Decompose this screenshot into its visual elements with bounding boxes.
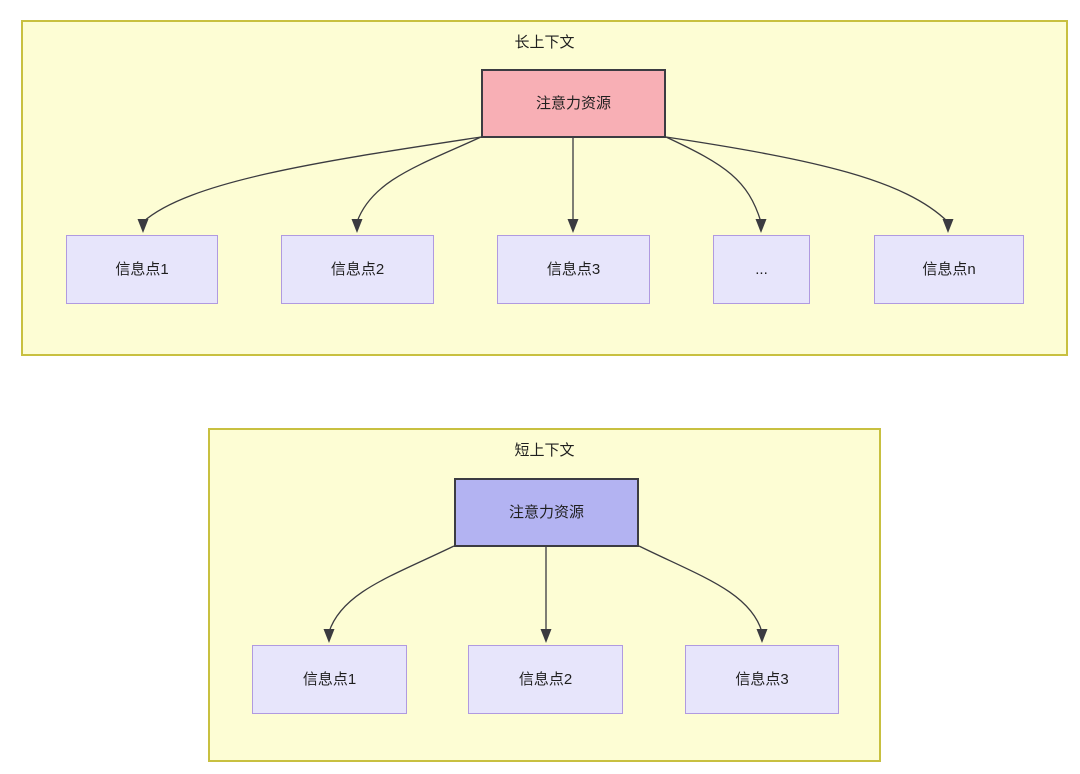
long-context-info-node-n[interactable]: 信息点n [874,235,1024,304]
short-context-info-node-1[interactable]: 信息点1 [252,645,407,714]
short-context-title: 短上下文 [514,442,575,459]
long-context-title: 长上下文 [514,34,575,51]
long-context-info-node-ellipsis[interactable]: ... [713,235,810,304]
short-context-attention-node[interactable]: 注意力资源 [454,478,639,547]
long-context-info-node-3[interactable]: 信息点3 [497,235,650,304]
long-context-info-node-1[interactable]: 信息点1 [66,235,218,304]
long-context-info-node-2[interactable]: 信息点2 [281,235,434,304]
short-context-info-node-3[interactable]: 信息点3 [685,645,839,714]
short-context-info-node-2[interactable]: 信息点2 [468,645,623,714]
long-context-attention-node[interactable]: 注意力资源 [481,69,666,138]
